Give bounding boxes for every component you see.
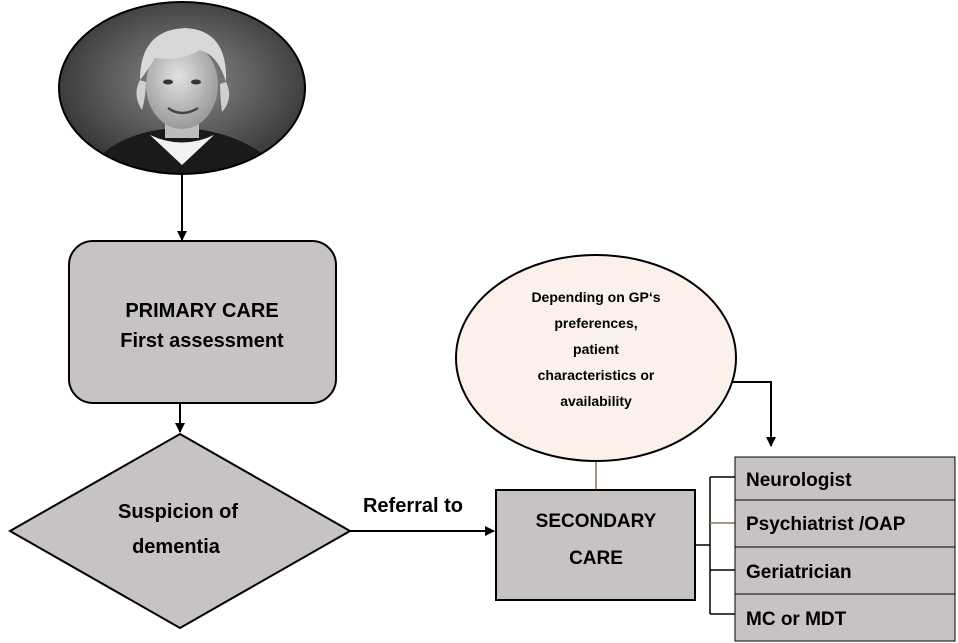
specialist-label: MC or MDT — [746, 609, 847, 630]
patient-photo — [58, 1, 306, 175]
specialist-label: Psychiatrist /OAP — [746, 514, 906, 535]
note-line-3: patient — [573, 341, 619, 357]
note-line-4: characteristics or — [538, 367, 655, 383]
suspicion-diamond: Suspicion of dementia — [7, 432, 353, 630]
specialist-neurologist: Neurologist — [734, 456, 956, 501]
primary-care-box: PRIMARY CARE First assessment — [68, 240, 337, 404]
suspicion-line2: dementia — [132, 536, 221, 558]
primary-care-title: PRIMARY CARE — [125, 300, 278, 322]
specialist-mc-mdt: MC or MDT — [734, 593, 956, 642]
note-line-2: preferences, — [554, 315, 637, 331]
specialist-list: Neurologist Psychiatrist /OAP Geriatrici… — [734, 456, 956, 642]
referral-label: Referral to — [363, 495, 463, 517]
suspicion-line1: Suspicion of — [118, 501, 238, 523]
secondary-care-line2: CARE — [569, 548, 623, 569]
primary-care-subtitle: First assessment — [120, 330, 284, 352]
note-line-5: availability — [560, 393, 632, 409]
secondary-care-box: SECONDARY CARE — [495, 489, 696, 601]
specialist-label: Geriatrician — [746, 562, 852, 583]
arrow-note-to-specialists — [723, 381, 776, 447]
specialist-geriatrician: Geriatrician — [734, 546, 956, 595]
specialist-psychiatrist: Psychiatrist /OAP — [734, 499, 956, 548]
note-bubble: Depending on GP‘s preferences, patient c… — [455, 254, 737, 462]
specialist-label: Neurologist — [746, 470, 852, 491]
note-line-1: Depending on GP‘s — [531, 289, 660, 305]
specialist-bracket — [695, 476, 735, 615]
secondary-care-line1: SECONDARY — [536, 511, 657, 532]
